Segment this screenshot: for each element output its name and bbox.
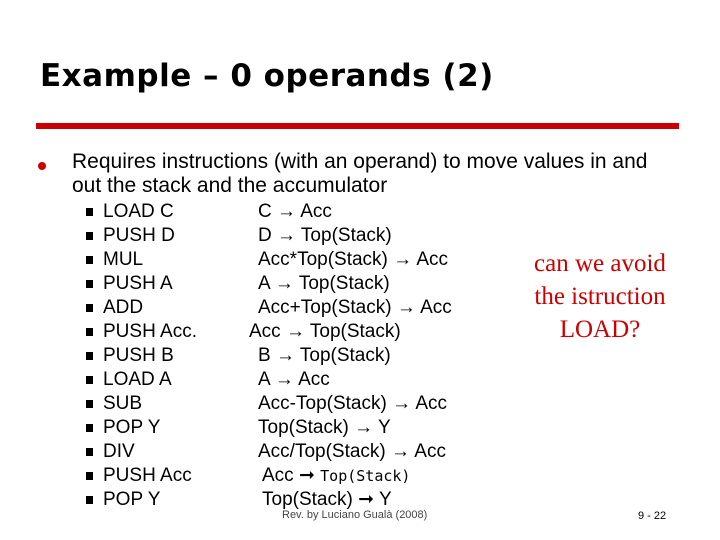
instruction-effect: B → Top(Stack) bbox=[258, 345, 391, 366]
instruction-row: MUL Acc*Top(Stack) → Acc bbox=[0, 248, 720, 272]
instruction-mnemonic: SUB bbox=[103, 393, 143, 414]
bullet-text: Requires instructions (with an operand) … bbox=[72, 150, 648, 197]
instruction-effect: Acc-Top(Stack) → Acc bbox=[258, 393, 447, 414]
square-bullet-icon bbox=[86, 232, 93, 240]
instruction-effect: C → Acc bbox=[258, 201, 332, 222]
instruction-row: PUSH D D → Top(Stack) bbox=[0, 224, 720, 248]
instruction-mnemonic: PUSH D bbox=[103, 225, 175, 246]
instruction-row: DIV Acc/Top(Stack) → Acc bbox=[0, 440, 720, 464]
square-bullet-icon bbox=[86, 496, 93, 504]
instruction-row: POP Y Top(Stack) ➞ Y bbox=[0, 488, 720, 512]
instruction-mnemonic: POP Y bbox=[103, 417, 161, 438]
title-divider bbox=[36, 123, 679, 129]
instruction-row: LOAD A A → Acc bbox=[0, 368, 720, 392]
instruction-effect: D → Top(Stack) bbox=[258, 225, 392, 246]
square-bullet-icon bbox=[86, 424, 93, 432]
instruction-row: SUB Acc-Top(Stack) → Acc bbox=[0, 392, 720, 416]
instruction-mnemonic: PUSH A bbox=[103, 273, 173, 294]
instruction-effect: Acc → Top(Stack) bbox=[249, 321, 401, 342]
page-number: 9 - 22 bbox=[638, 510, 667, 522]
square-bullet-icon bbox=[86, 256, 93, 264]
instruction-row: PUSH Acc Acc ➞ Top(Stack) bbox=[0, 464, 720, 488]
instruction-effect: Acc*Top(Stack) → Acc bbox=[258, 249, 449, 270]
bullet-dot-icon bbox=[38, 162, 46, 170]
instruction-effect: Top(Stack) ➞ Y bbox=[262, 489, 392, 510]
instruction-effect: Acc+Top(Stack) → Acc bbox=[258, 297, 452, 318]
instruction-effect: A → Top(Stack) bbox=[258, 273, 390, 294]
footer-credit: Rev. by Luciano Gualà (2008) bbox=[282, 509, 428, 521]
instruction-mnemonic: PUSH Acc bbox=[103, 465, 192, 486]
square-bullet-icon bbox=[86, 400, 93, 408]
instruction-mnemonic: POP Y bbox=[103, 489, 161, 510]
square-bullet-icon bbox=[86, 328, 93, 336]
instruction-row: POP Y Top(Stack) → Y bbox=[0, 416, 720, 440]
square-bullet-icon bbox=[86, 352, 93, 360]
instruction-mnemonic: LOAD A bbox=[103, 369, 172, 390]
square-bullet-icon bbox=[86, 280, 93, 288]
instruction-effect: Acc ➞ Top(Stack) bbox=[262, 464, 410, 488]
square-bullet-icon bbox=[86, 304, 93, 312]
slide-title: Example – 0 operands (2) bbox=[40, 58, 494, 94]
instruction-mnemonic: ADD bbox=[103, 297, 144, 318]
instruction-mnemonic: LOAD C bbox=[103, 201, 174, 222]
instruction-effect: Acc/Top(Stack) → Acc bbox=[258, 441, 446, 462]
square-bullet-icon bbox=[86, 376, 93, 384]
instruction-row: ADD Acc+Top(Stack) → Acc bbox=[0, 296, 720, 320]
instruction-effect: Top(Stack) → Y bbox=[258, 417, 391, 438]
instruction-row: PUSH B B → Top(Stack) bbox=[0, 344, 720, 368]
instruction-row: PUSH Acc. Acc → Top(Stack) bbox=[0, 320, 720, 344]
instruction-mnemonic: PUSH B bbox=[103, 345, 174, 366]
effect-prefix: Acc ➞ bbox=[262, 465, 321, 486]
instruction-mnemonic: MUL bbox=[103, 249, 144, 270]
square-bullet-icon bbox=[86, 448, 93, 456]
instruction-mnemonic: PUSH Acc. bbox=[103, 321, 197, 342]
question-callout: can we avoid the istruction LOAD? bbox=[534, 250, 666, 343]
square-bullet-icon bbox=[86, 472, 93, 480]
square-bullet-icon bbox=[86, 208, 93, 216]
instruction-effect: A → Acc bbox=[258, 369, 330, 390]
instruction-row: LOAD C C → Acc bbox=[0, 200, 720, 224]
instruction-mnemonic: DIV bbox=[103, 441, 135, 462]
effect-suffix: Top(Stack) bbox=[320, 467, 411, 485]
instruction-row: PUSH A A → Top(Stack) bbox=[0, 272, 720, 296]
